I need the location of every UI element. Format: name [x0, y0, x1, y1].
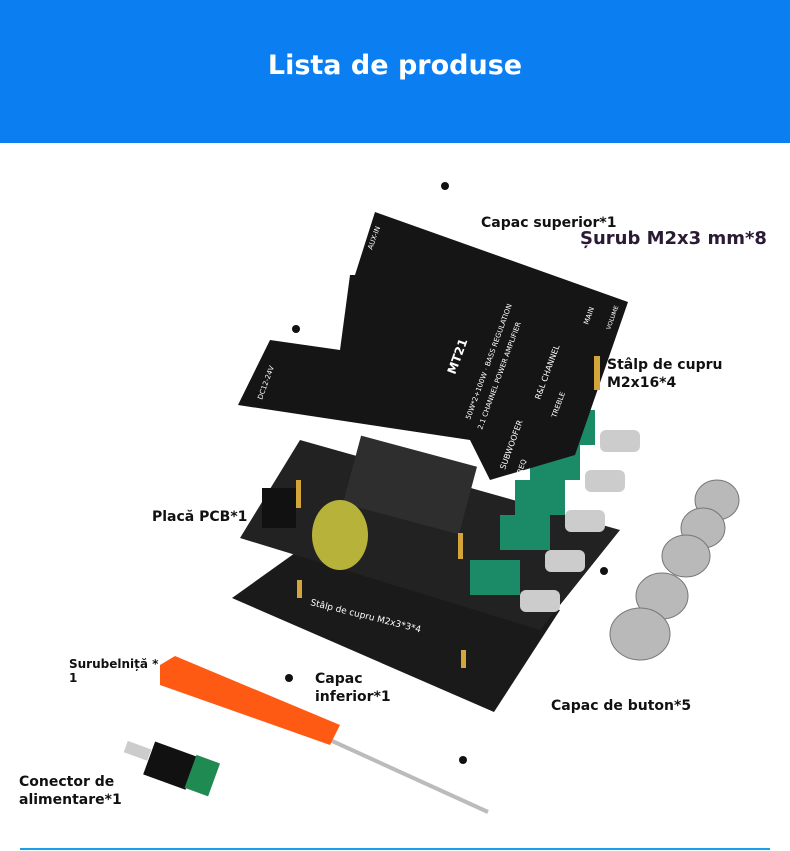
capacitor — [312, 500, 368, 570]
pcb-board — [240, 440, 620, 630]
label-pcb: Placă PCB*1 — [152, 509, 248, 525]
power-connector — [123, 740, 221, 797]
label-screwdriver: Surubelniță * 1 — [69, 657, 159, 685]
dc-jack — [262, 488, 296, 528]
header-banner: Lista de produse — [0, 0, 790, 143]
label-top-cover: Capac superior*1 — [481, 215, 617, 231]
bottom-cover — [232, 548, 560, 712]
label-copper-post: Stâlp de cupru M2x16*4 — [607, 357, 723, 391]
screwdriver — [160, 656, 489, 814]
knob-caps — [609, 479, 740, 661]
page-title: Lista de produse — [267, 50, 523, 81]
top-cover — [238, 212, 628, 480]
knob-shafts — [520, 430, 640, 612]
label-bottom-cover: Capac inferior*1 — [315, 671, 391, 705]
label-power-connector: Conector de alimentare*1 — [19, 774, 122, 808]
label-screw: Șurub M2x3 mm*8 — [580, 228, 767, 249]
bottom-divider — [20, 848, 770, 850]
copper-posts — [296, 356, 600, 668]
heatsink — [342, 435, 478, 535]
label-knob-caps: Capac de buton*5 — [551, 698, 692, 714]
screw-icons — [285, 182, 608, 764]
